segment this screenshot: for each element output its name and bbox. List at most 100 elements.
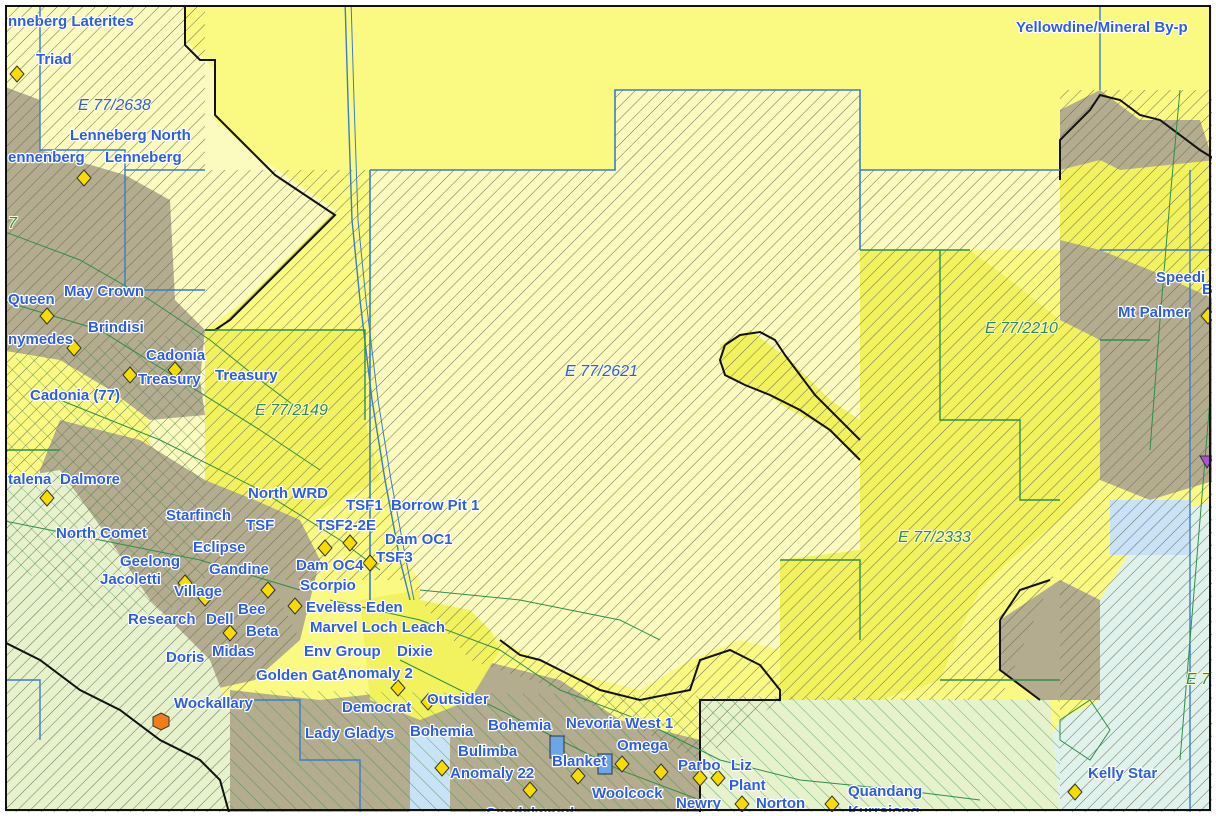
site-marker[interactable] <box>362 554 378 572</box>
site-marker[interactable] <box>287 597 303 615</box>
site-label[interactable]: North WRD <box>247 484 330 503</box>
site-label[interactable]: Anomaly 2 <box>336 664 414 683</box>
site-label[interactable]: Bee <box>237 600 267 619</box>
site-label[interactable]: Mt Palmer <box>1117 303 1191 322</box>
site-label[interactable]: Cadonia (77) <box>29 386 121 405</box>
site-label[interactable]: Cadonia <box>145 346 207 365</box>
site-label[interactable]: Newry <box>675 794 723 812</box>
site-marker[interactable] <box>9 65 25 83</box>
site-label[interactable]: Speedi <box>1155 268 1207 287</box>
site-label[interactable]: Scorpio <box>299 576 357 595</box>
site-label[interactable]: Lady Gladys <box>304 724 396 743</box>
site-label[interactable]: Brindisi <box>87 318 145 337</box>
site-label[interactable]: Wockallary <box>173 694 255 713</box>
site-label[interactable]: Treasury <box>214 366 280 385</box>
site-marker[interactable] <box>167 361 183 379</box>
site-marker[interactable] <box>653 763 669 781</box>
site-label[interactable]: Borrow Pit 1 <box>390 496 481 515</box>
site-label[interactable]: Village <box>173 582 223 601</box>
site-label[interactable]: Norton <box>755 794 807 812</box>
site-marker[interactable] <box>39 307 55 325</box>
site-label[interactable]: Democrat <box>341 698 413 717</box>
site-marker[interactable] <box>434 759 450 777</box>
site-label[interactable]: TSF <box>245 516 276 535</box>
site-marker[interactable] <box>570 767 586 785</box>
site-marker[interactable] <box>824 795 840 812</box>
site-label[interactable]: Sandalwood <box>485 804 576 816</box>
site-label[interactable]: Kelly Star <box>1087 764 1159 783</box>
site-label[interactable]: Triad <box>35 50 73 69</box>
site-label[interactable]: Bohemia <box>487 716 553 735</box>
site-label[interactable]: Doris <box>165 648 206 667</box>
site-label[interactable]: Golden Gate <box>255 666 347 685</box>
site-marker[interactable] <box>390 679 406 697</box>
site-marker[interactable] <box>1067 783 1083 801</box>
site-label[interactable]: Woolcock <box>591 784 665 803</box>
site-label[interactable]: Starfinch <box>165 506 232 525</box>
site-marker[interactable] <box>734 795 750 812</box>
site-label[interactable]: Yellowdine/Mineral By-p <box>1015 18 1189 37</box>
site-marker[interactable] <box>420 693 436 711</box>
site-label[interactable]: Outsider <box>426 690 490 709</box>
site-label[interactable]: Parbo <box>677 756 722 775</box>
site-label[interactable]: TSF1 <box>345 496 384 515</box>
site-label[interactable]: Queen <box>7 290 56 309</box>
site-label[interactable]: Research <box>127 610 197 629</box>
site-label[interactable]: Env Group <box>303 642 382 661</box>
site-label[interactable]: Treasury <box>137 370 203 389</box>
site-label[interactable]: Lenneberg North <box>69 126 192 145</box>
site-marker-blue[interactable] <box>597 753 613 775</box>
site-label[interactable]: Marvel Loch Leach <box>309 618 446 637</box>
site-label[interactable]: Eclipse <box>192 538 247 557</box>
site-label[interactable]: Liz <box>730 756 753 775</box>
site-marker[interactable] <box>710 769 726 787</box>
site-marker[interactable] <box>317 539 333 557</box>
site-label[interactable]: Anomaly 22 <box>449 764 536 783</box>
site-marker[interactable] <box>614 755 630 773</box>
site-label[interactable]: TSF3 <box>375 548 414 567</box>
site-label[interactable]: May Crown <box>63 282 145 301</box>
site-label[interactable]: Dalmore <box>59 470 121 489</box>
site-label[interactable]: Dell <box>205 610 235 629</box>
site-label[interactable]: Quandang <box>847 782 924 801</box>
site-marker[interactable] <box>692 769 708 787</box>
site-label[interactable]: Plant <box>728 776 767 795</box>
site-label[interactable]: Geelong <box>119 552 181 571</box>
site-label[interactable]: B <box>1201 280 1213 299</box>
site-label[interactable]: Eveless Eden <box>305 598 404 617</box>
site-label[interactable]: Bohemia <box>409 722 475 741</box>
site-label[interactable]: Dam OC4 <box>295 556 366 575</box>
site-label[interactable]: nymedes <box>7 330 74 349</box>
site-marker[interactable] <box>197 589 213 607</box>
site-marker[interactable] <box>222 624 238 642</box>
site-label[interactable]: Blanket <box>551 752 608 771</box>
site-label[interactable]: Dam OC1 <box>384 530 454 549</box>
site-marker[interactable] <box>177 574 193 592</box>
site-marker[interactable] <box>260 581 276 599</box>
site-label[interactable]: Kurrajong <box>847 802 921 816</box>
site-label[interactable]: talena <box>7 470 53 489</box>
site-marker[interactable] <box>342 534 358 552</box>
site-label[interactable]: North Comet <box>55 524 148 543</box>
site-label[interactable]: TSF2-2E <box>315 516 377 535</box>
site-label[interactable]: nneberg Laterites <box>7 12 135 31</box>
site-label[interactable]: Gandine <box>208 560 270 579</box>
site-label[interactable]: Dixie <box>396 642 434 661</box>
site-marker-blue[interactable] <box>549 735 565 759</box>
site-marker[interactable] <box>76 169 92 187</box>
site-label[interactable]: Bulimba <box>457 742 519 761</box>
site-label[interactable]: Omega <box>616 736 670 755</box>
site-marker[interactable] <box>122 366 138 384</box>
site-marker[interactable] <box>522 781 538 799</box>
site-label[interactable]: Beta <box>245 622 281 641</box>
site-label[interactable]: Jacoletti <box>99 570 162 589</box>
site-label[interactable]: Nevoria West 1 <box>565 714 675 733</box>
site-label[interactable]: Midas <box>211 642 256 661</box>
site-label[interactable]: Lenneberg <box>104 148 183 167</box>
site-label[interactable]: ennenberg <box>7 148 86 167</box>
site-marker[interactable] <box>39 489 55 507</box>
site-marker-orange[interactable] <box>152 712 170 731</box>
site-marker[interactable] <box>66 339 82 357</box>
